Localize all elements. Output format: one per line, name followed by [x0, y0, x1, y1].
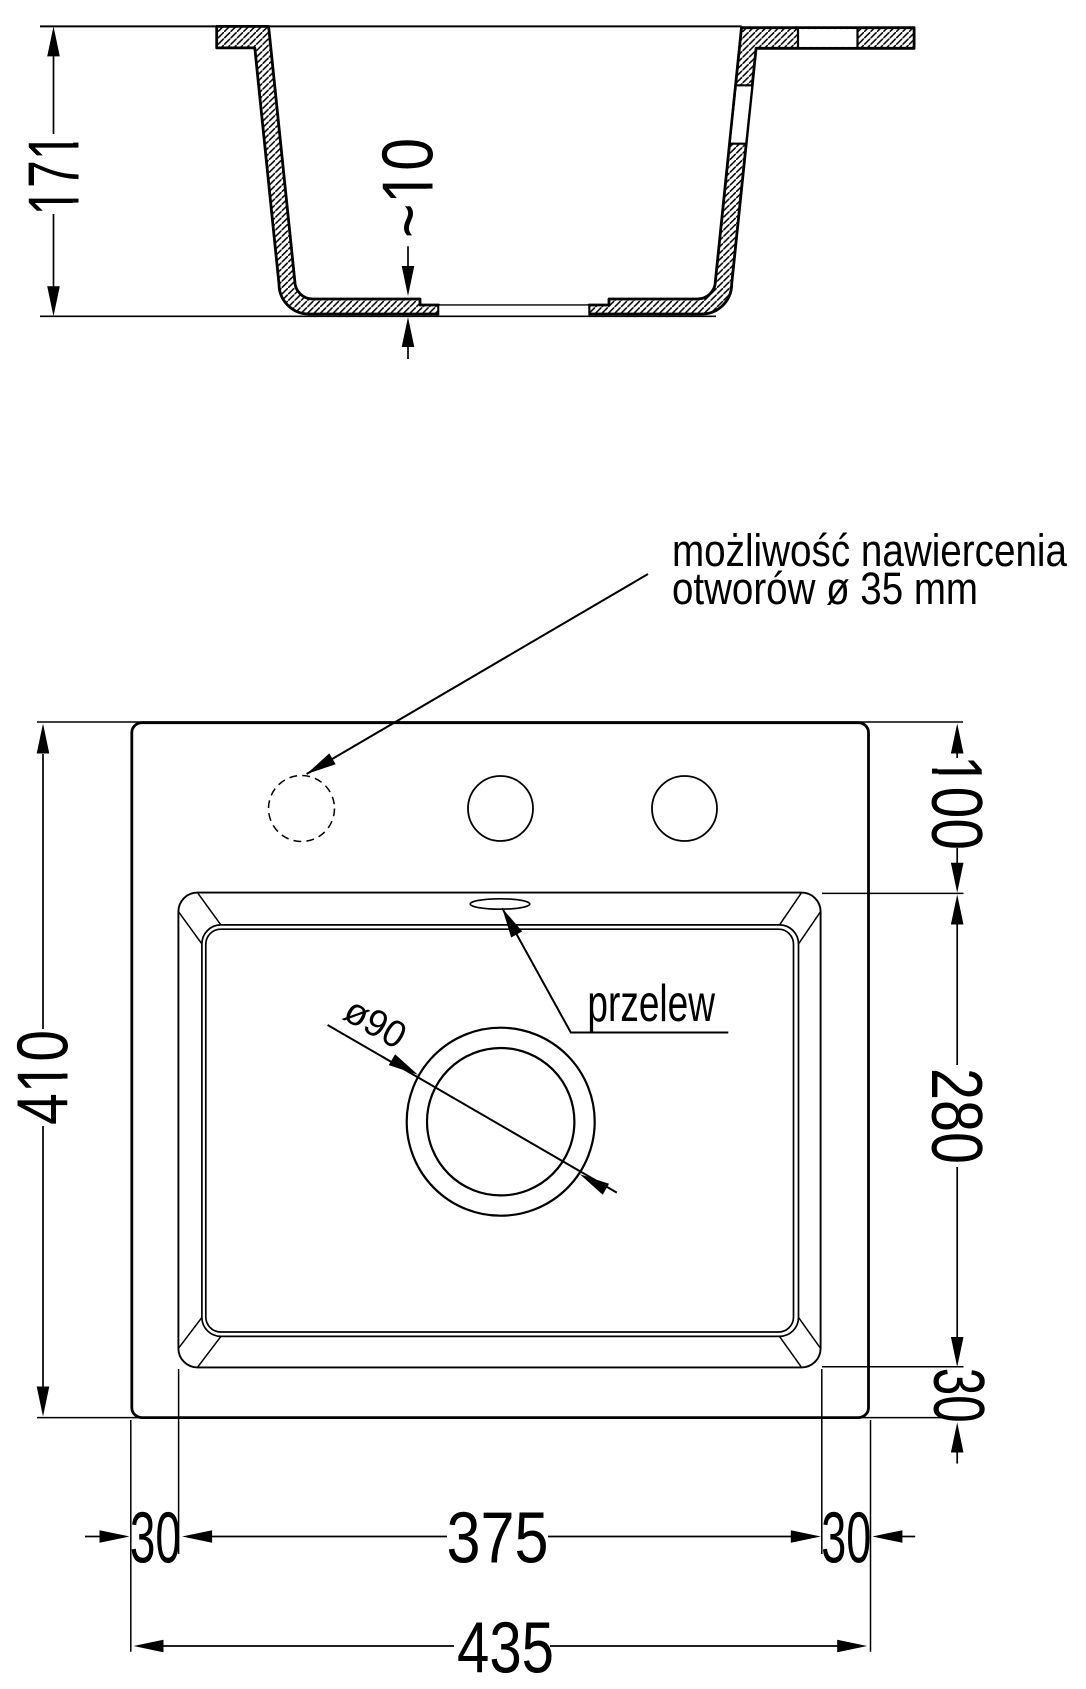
- svg-text:30: 30: [918, 1368, 998, 1423]
- svg-text:możliwość nawiercenia: możliwość nawiercenia: [672, 525, 1068, 576]
- svg-text:410: 410: [4, 1030, 84, 1125]
- svg-text:435: 435: [457, 1609, 554, 1689]
- svg-text:30: 30: [130, 1499, 181, 1579]
- svg-text:otworów ø 35 mm: otworów ø 35 mm: [672, 563, 978, 614]
- svg-text:30: 30: [821, 1499, 871, 1579]
- svg-text:280: 280: [916, 1068, 996, 1164]
- svg-text:przelew: przelew: [587, 975, 715, 1033]
- svg-text:171: 171: [15, 133, 95, 216]
- svg-text:100: 100: [916, 755, 996, 850]
- svg-text:~10: ~10: [369, 138, 449, 238]
- svg-text:375: 375: [447, 1499, 549, 1579]
